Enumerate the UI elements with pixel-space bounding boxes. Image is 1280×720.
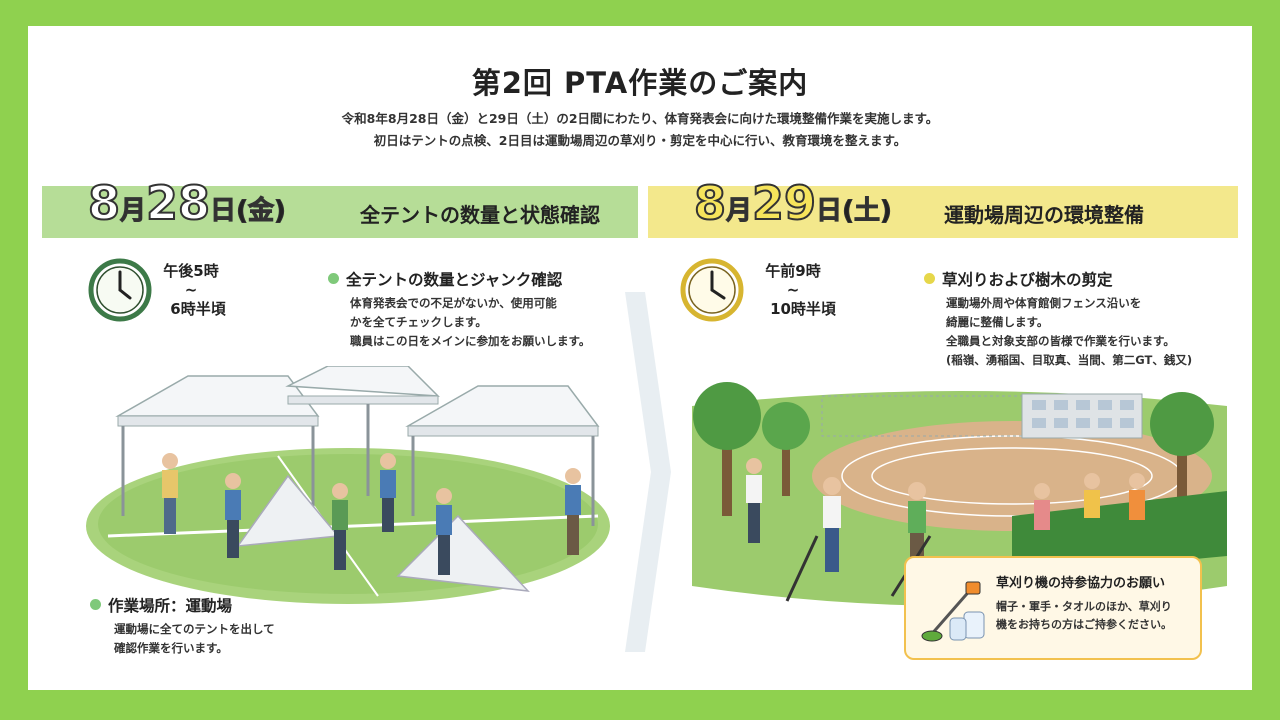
bullet-dot-icon xyxy=(328,273,339,284)
day1-headline: 全テントの数量と状態確認 xyxy=(360,203,600,227)
notice-card: 第2回 PTA作業のご案内 令和8年8月28日（金）と29日（土）の2日間にわた… xyxy=(28,26,1252,690)
intro-line-1: 令和8年8月28日（金）と29日（土）の2日間にわたり、体育発表会に向けた環境整… xyxy=(341,111,939,126)
day1-time: 午後5時 ~ 6時半頃 xyxy=(163,262,226,318)
intro-line-2: 初日はテントの点検、2日目は運動場周辺の草刈り・剪定を中心に行い、教育環境を整え… xyxy=(373,133,907,148)
day2-banner: 8月29日(土) 運動場周辺の環境整備 xyxy=(648,175,1238,238)
day2-date: 8月29日(土) xyxy=(693,175,892,231)
note-title: 草刈り機の持参協力のお願い xyxy=(996,576,1166,591)
day1-place-title: 作業場所：運動場 xyxy=(90,594,232,616)
day1-task-title: 全テントの数量とジャンク確認 xyxy=(328,268,562,290)
page-title: 第2回 PTA作業のご案内 xyxy=(471,66,809,100)
bullet-dot-icon xyxy=(924,273,935,284)
clock-icon xyxy=(680,258,744,322)
day1-task-text: 体育発表会での不足がないか、使用可能 かを全てチェックします。 職員はこの日をメ… xyxy=(350,296,591,348)
day2-headline: 運動場周辺の環境整備 xyxy=(944,203,1144,227)
bullet-dot-icon xyxy=(90,599,101,610)
note-text: 帽子・軍手・タオルのほか、草刈り 機をお持ちの方はご持参ください。 xyxy=(996,600,1172,631)
day1-date: 8月28日(金) xyxy=(87,175,286,231)
mower-request-note: 草刈り機の持参協力のお願い 帽子・軍手・タオルのほか、草刈り 機をお持ちの方はご… xyxy=(904,556,1202,660)
day2-time: 午前9時 ~ 10時半頃 xyxy=(765,262,836,318)
day2-task-text: 運動場外周や体育館側フェンス沿いを 綺麗に整備します。 全職員と対象支部の皆様で… xyxy=(946,296,1193,367)
day2-task-title: 草刈りおよび樹木の剪定 xyxy=(924,268,1113,290)
tent-field-illustration xyxy=(86,366,610,604)
clock-icon xyxy=(88,258,152,322)
grass-trimmer-icon xyxy=(921,581,985,642)
day1-place-text: 運動場に全てのテントを出して 確認作業を行います。 xyxy=(114,622,275,655)
day1-banner: 8月28日(金) 全テントの数量と状態確認 xyxy=(42,175,638,238)
divider-arrow-icon xyxy=(625,292,671,652)
field-maintenance-illustration xyxy=(692,382,1227,606)
